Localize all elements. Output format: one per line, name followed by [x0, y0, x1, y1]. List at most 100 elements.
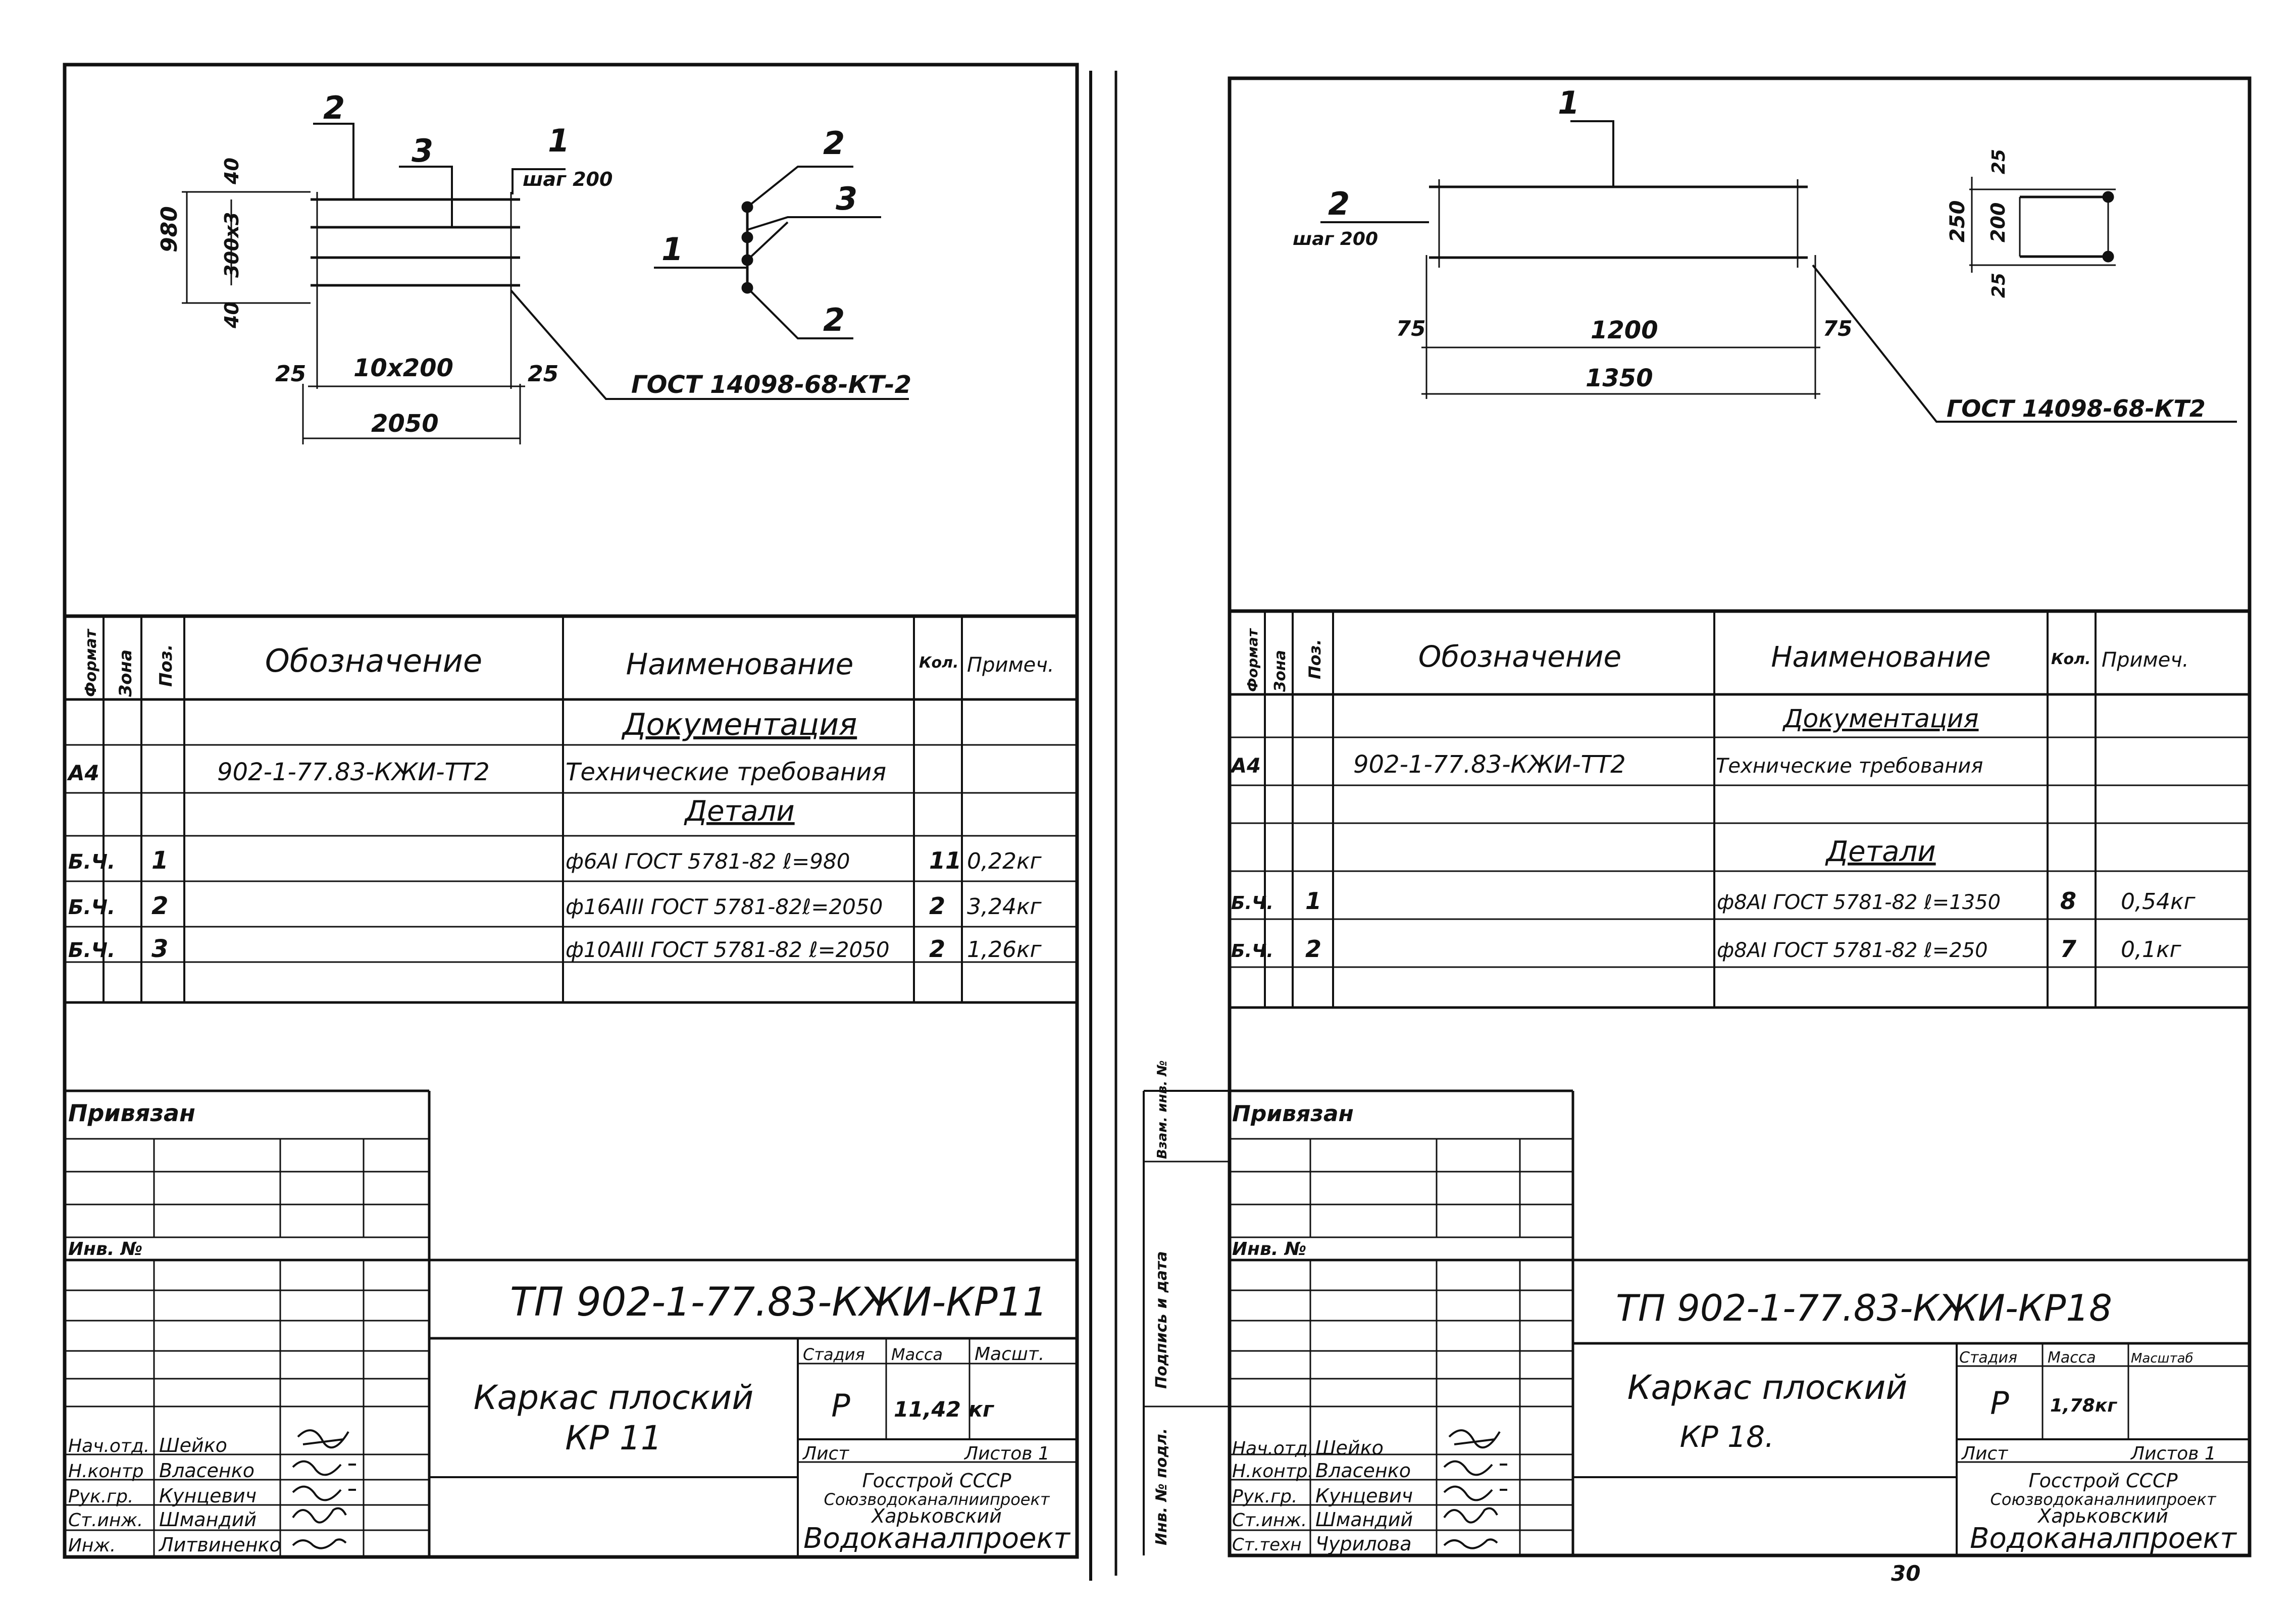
left-sheet: Лист: [802, 1443, 849, 1464]
right-org4: Водоканалпроект: [1970, 1522, 2237, 1555]
svg-text:0,22кг: 0,22кг: [967, 848, 1042, 874]
svg-text:Чурилова: Чурилова: [1315, 1533, 1412, 1555]
left-step-label: шаг 200: [523, 168, 613, 190]
left-h-note: Примеч.: [967, 653, 1054, 677]
left-attached: Привязан: [68, 1099, 195, 1127]
svg-text:7: 7: [2060, 935, 2076, 963]
right-dim-bot: 25: [1988, 273, 2009, 298]
right-title-1: Каркас плоский: [1627, 1368, 1907, 1407]
svg-text:3,24кг: 3,24кг: [967, 894, 1042, 920]
right-org1: Госстрой СССР: [2028, 1470, 2177, 1492]
page-number: 30: [1891, 1561, 1920, 1586]
right-attached: Привязан: [1232, 1101, 1354, 1127]
svg-text:1: 1: [1305, 887, 1321, 915]
svg-text:2: 2: [151, 892, 168, 920]
left-spec-row: Б.Ч. 1 ф6AI ГОСТ 5781-82 ℓ=980 11 0,22кг: [68, 846, 1042, 875]
left-h-designation: Обозначение: [265, 642, 482, 679]
left-scale-h: Масшт.: [975, 1344, 1044, 1365]
right-sheets: Листов 1: [2130, 1443, 2216, 1464]
left-h-format: Формат: [82, 628, 100, 697]
left-texts: 2 3 1 шаг 200 980 40 300x3 40 25 10x200 …: [67, 89, 1070, 1556]
right-doc-format: А4: [1230, 754, 1261, 778]
right-stage-h: Стадия: [1959, 1349, 2017, 1367]
left-org4: Водоканалпроект: [803, 1522, 1070, 1555]
svg-text:Ст.инж.: Ст.инж.: [68, 1510, 143, 1531]
left-sec-pos1: 1: [661, 231, 683, 268]
svg-text:Рук.гр.: Рук.гр.: [68, 1486, 133, 1507]
left-dim-mid: 300x3: [221, 212, 243, 278]
right-title-2: КР 18.: [1680, 1420, 1774, 1454]
svg-text:Кунцевич: Кунцевич: [1315, 1485, 1413, 1507]
left-spec-row: Б.Ч. 2 ф16AIII ГОСТ 5781-82ℓ=2050 2 3,24…: [68, 892, 1042, 920]
left-mass-h: Масса: [891, 1345, 943, 1364]
left-dim-span: 10x200: [353, 354, 453, 382]
left-pos3-label: 3: [412, 132, 433, 169]
left-dim-top: 40: [221, 158, 243, 185]
svg-text:ф6AI ГОСТ 5781-82 ℓ=980: ф6AI ГОСТ 5781-82 ℓ=980: [566, 849, 850, 874]
svg-text:Б.Ч.: Б.Ч.: [68, 939, 115, 962]
right-dim-total-w: 1350: [1586, 364, 1653, 392]
svg-text:Ст.инж.: Ст.инж.: [1232, 1510, 1307, 1531]
svg-text:2: 2: [1305, 935, 1321, 963]
svg-text:0,1кг: 0,1кг: [2121, 937, 2182, 963]
svg-text:Б.Ч.: Б.Ч.: [1231, 893, 1273, 914]
svg-text:Литвиненко: Литвиненко: [158, 1534, 281, 1556]
left-section-docs: Документация: [621, 707, 857, 742]
right-h-qty: Кол.: [2051, 650, 2091, 668]
right-texts: 1 2 шаг 200 75 1200 75 1350 ГОСТ 14098-6…: [1153, 84, 2237, 1586]
left-pos2-label: 2: [323, 89, 345, 126]
right-h-pos: Поз.: [1305, 639, 1324, 679]
svg-text:ф10AIII ГОСТ 5781-82 ℓ=2050: ф10AIII ГОСТ 5781-82 ℓ=2050: [566, 937, 890, 962]
left-org1: Госстрой СССР: [862, 1470, 1011, 1492]
left-sec-pos2b: 2: [823, 301, 845, 338]
right-code: ТП 902-1-77.83-КЖИ-КР18: [1616, 1287, 2112, 1329]
left-sec-pos3: 3: [836, 180, 857, 217]
left-stage: Р: [831, 1387, 850, 1424]
right-dim-top: 25: [1988, 149, 2009, 174]
svg-text:Б.Ч.: Б.Ч.: [1231, 941, 1273, 962]
left-dim-bot: 40: [221, 301, 243, 329]
left-pos1-label: 1: [548, 122, 570, 159]
right-step-label: шаг 200: [1293, 229, 1378, 249]
svg-text:Б.Ч.: Б.Ч.: [68, 896, 115, 919]
left-h-zone: Зона: [116, 649, 136, 697]
right-frame-section: [1969, 177, 2116, 273]
left-inv: Инв. №: [68, 1239, 142, 1260]
right-side-3: Взам. инв. №: [1155, 1061, 1170, 1160]
left-doc-format: А4: [67, 761, 99, 785]
left-gost: ГОСТ 14098-68-КТ-2: [631, 371, 911, 399]
right-side-2: Подпись и дата: [1153, 1251, 1170, 1389]
right-dim-right: 75: [1823, 316, 1852, 341]
left-dim-left: 25: [275, 361, 306, 387]
right-inv: Инв. №: [1232, 1239, 1306, 1260]
right-h-zone: Зона: [1271, 650, 1289, 692]
svg-text:Власенко: Власенко: [1315, 1460, 1411, 1482]
left-sheets: Листов 1: [963, 1443, 1050, 1464]
svg-text:2: 2: [929, 892, 945, 920]
svg-text:Нач.отд.: Нач.отд.: [1232, 1438, 1313, 1459]
right-doc-designation: 902-1-77.83-КЖИ-ТТ2: [1353, 750, 1626, 779]
svg-text:0,54кг: 0,54кг: [2121, 889, 2196, 915]
right-signers: Нач.отд. Шейко Н.контр. Власенко Рук.гр.…: [1232, 1437, 1413, 1555]
right-dim-total-h: 250: [1946, 200, 1969, 243]
right-stage: Р: [1990, 1385, 2009, 1422]
right-dim-span: 1200: [1591, 316, 1658, 344]
left-frame-section: [654, 166, 881, 339]
left-h-name: Наименование: [626, 647, 854, 681]
svg-text:Шейко: Шейко: [159, 1434, 227, 1456]
svg-text:8: 8: [2060, 887, 2076, 915]
right-sheet: Лист: [1961, 1443, 2008, 1464]
left-h-pos: Поз.: [156, 644, 176, 687]
right-h-format: Формат: [1244, 628, 1261, 692]
svg-text:Инж.: Инж.: [68, 1535, 116, 1556]
svg-text:Н.контр: Н.контр: [68, 1461, 144, 1482]
svg-text:Б.Ч.: Б.Ч.: [68, 850, 115, 874]
left-spec-row: Б.Ч. 3 ф10AIII ГОСТ 5781-82 ℓ=2050 2 1,2…: [68, 935, 1042, 963]
right-sheet: [1143, 76, 2252, 1557]
svg-text:ф8AI ГОСТ 5781-82 ℓ=1350: ф8AI ГОСТ 5781-82 ℓ=1350: [1717, 891, 2001, 914]
left-title-1: Каркас плоский: [474, 1378, 753, 1417]
left-dim-total-h: 980: [157, 206, 182, 253]
left-frame-elevation: [182, 123, 909, 444]
svg-text:11: 11: [929, 847, 961, 874]
svg-text:3: 3: [151, 935, 168, 963]
